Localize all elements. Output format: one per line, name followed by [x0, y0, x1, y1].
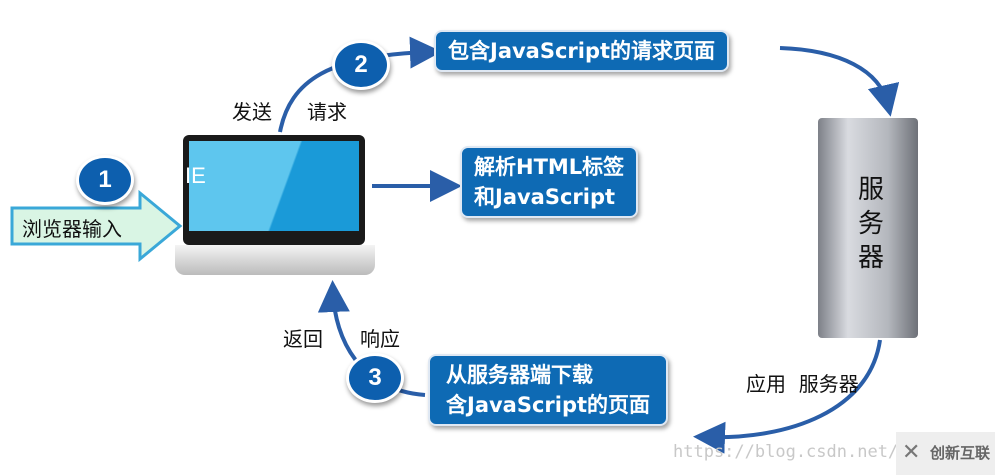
step-1-badge: 1	[76, 155, 134, 205]
app-server-label: 应用 服务器	[746, 372, 859, 396]
logo-icon: ✕	[902, 440, 921, 465]
request-page-box: 包含JavaScript的请求页面	[434, 30, 730, 72]
parse-line-2: 和JavaScript	[474, 185, 616, 209]
download-line-2: 含JavaScript的页面	[446, 393, 651, 417]
step-3-badge: 3	[346, 353, 404, 403]
laptop-screen	[189, 141, 359, 231]
watermark-logo: ✕ 创新互联	[896, 432, 995, 475]
input-arrow	[10, 189, 183, 263]
logo-text: 创新互联	[930, 444, 991, 462]
server-tower: 服务器	[818, 118, 918, 338]
parse-box: 解析HTML标签 和JavaScript	[460, 146, 639, 218]
download-box: 从服务器端下载 含JavaScript的页面	[428, 354, 669, 426]
watermark-url: https://blog.csdn.net/	[673, 442, 899, 462]
laptop: IE	[175, 135, 375, 280]
to-server-arrow	[779, 46, 900, 117]
server-label: 服务器	[858, 175, 885, 273]
return-label: 返回	[283, 327, 323, 351]
download-line-1: 从服务器端下载	[446, 363, 593, 387]
send-arrow	[278, 36, 442, 133]
download-arrow	[693, 339, 882, 454]
browser-input-label: 浏览器输入	[22, 217, 122, 241]
laptop-base	[175, 245, 375, 275]
step-2-badge: 2	[332, 40, 390, 90]
screen-label: IE	[185, 163, 206, 188]
parse-line-1: 解析HTML标签	[474, 155, 625, 179]
request-label: 请求	[307, 100, 347, 124]
response-label: 响应	[360, 327, 400, 351]
send-label: 发送	[232, 100, 272, 124]
